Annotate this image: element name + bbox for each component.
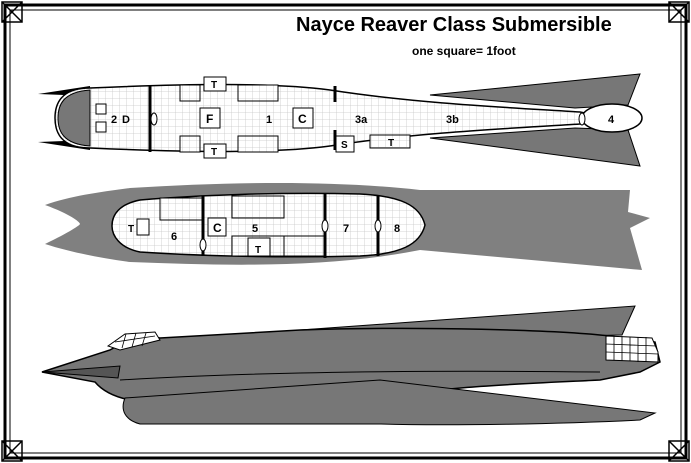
room-label-1: 1 [266,114,272,126]
table-label-bottom: T [211,147,217,158]
scale-note: one square= 1foot [412,44,516,58]
lower-deck-plan: T C T 6 5 7 8 [45,183,650,270]
room-label-4: 4 [608,114,615,126]
room-label-5: 5 [252,223,258,235]
c-label: C [298,112,307,126]
diagram-title: Nayce Reaver Class Submersible [296,14,612,36]
table-icon [203,76,227,92]
c-label-lower: C [213,221,222,235]
s-label: S [341,140,348,151]
f-label: F [206,112,213,126]
chair-icon [95,121,107,133]
chair-icon [95,103,107,115]
room-label-8: 8 [394,223,400,235]
cockpit-canopy [106,331,161,351]
corner-ornament-tl [1,1,23,23]
nose-spike [41,365,121,379]
corner-ornament-bl [1,440,23,462]
c-console-icon-lower [207,217,227,237]
room-label-3a: 3a [355,114,368,126]
table-icon-lower [247,237,271,257]
room-label-7: 7 [343,223,349,235]
d-label: D [122,114,130,126]
room-label-6: 6 [171,231,177,243]
c-console-icon [292,107,314,129]
upper-deck-plan: T T D F C S T 2 1 3a 3b 4 [38,73,643,167]
bed-icon [136,218,150,236]
corner-ornament-br [668,440,690,462]
table-icon [203,143,227,159]
upper-nose-cap [57,89,91,147]
upper-tail-fin-bottom [429,127,641,167]
room-label-3b: 3b [446,114,459,126]
t-label-center: T [255,245,261,256]
t-label-right: T [388,138,394,149]
corner-ornament-tr [668,1,690,23]
t-label-left: T [128,224,134,235]
upper-tail-fin-top [429,73,641,109]
side-profile [41,305,661,426]
s-console-icon [335,135,355,153]
rear-window [605,335,659,363]
keel [122,379,657,426]
room-label-2: 2 [111,114,117,126]
table-label-top: T [211,80,217,91]
f-console-icon [199,107,221,129]
